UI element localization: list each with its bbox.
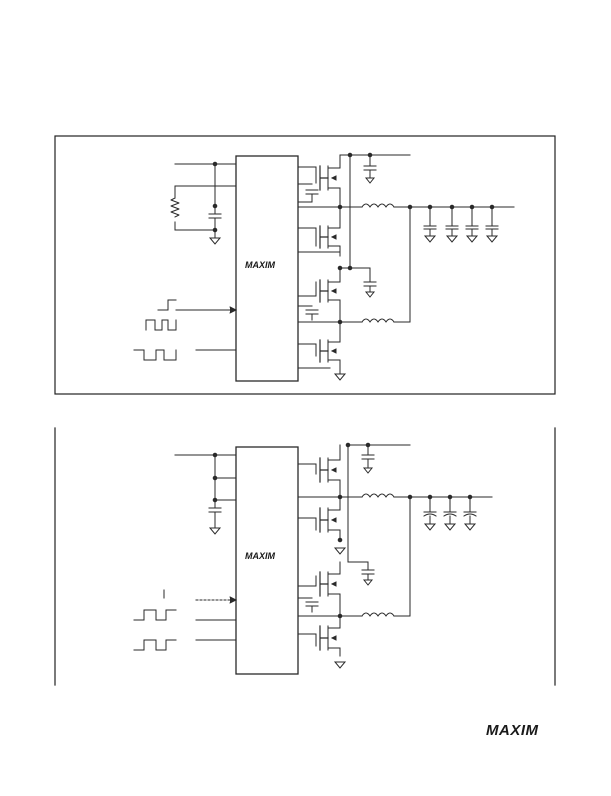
- figure-bottom-circuit: [54, 427, 556, 686]
- ic-logo-top: MAXIM: [245, 260, 275, 270]
- resistor-symbol: [170, 197, 180, 218]
- ground-symbol: [208, 229, 222, 245]
- capacitor-symbol: [208, 205, 222, 231]
- inductor-2: [361, 318, 395, 323]
- figure-top-frame: [54, 135, 556, 395]
- ic-body-top: [235, 155, 299, 382]
- waveform-pulse-b: [133, 349, 177, 361]
- inductor-1: [361, 203, 395, 208]
- waveform-step: [157, 299, 177, 311]
- output-capacitor-bank: [423, 206, 499, 243]
- figure-bottom-frame: [54, 427, 556, 686]
- ic-logo-bottom: MAXIM: [245, 551, 275, 561]
- footer-brand-logo: MAXIM: [486, 722, 539, 739]
- figure-top-circuit: [54, 135, 556, 395]
- waveform-pulse-a: [145, 319, 177, 331]
- ic-body-bottom: [235, 446, 299, 675]
